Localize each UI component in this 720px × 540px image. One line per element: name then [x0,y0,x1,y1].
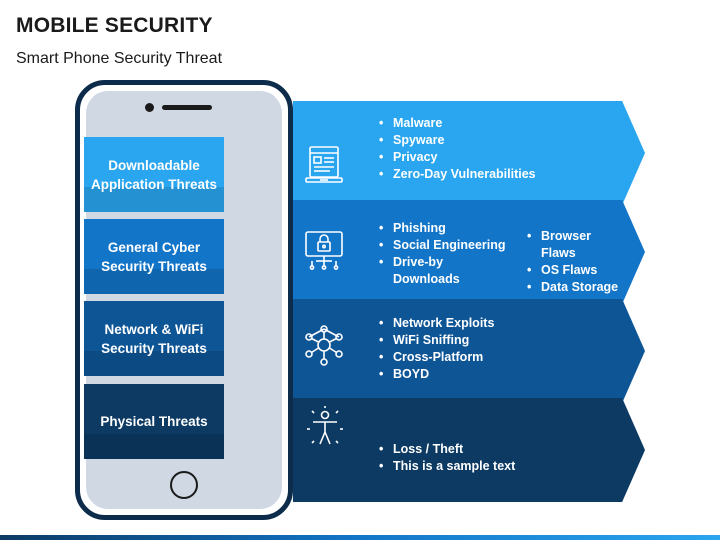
slide-title: MOBILE SECURITY [16,14,213,37]
network-nodes-icon [302,323,348,369]
category-label: General Cyber Security Threats [101,239,207,274]
monitor-lock-icon [302,226,348,272]
category-network: Network & WiFi Security Threats [84,301,224,376]
list-item: OS Flaws [527,262,627,279]
list-item: Loss / Theft [379,441,619,458]
list-item: Network Exploits [379,315,619,332]
category-downloadable: Downloadable Application Threats [84,137,224,212]
threat-list-general-cyber-right: Browser Flaws OS Flaws Data Storage [527,228,627,296]
list-item: Browser Flaws [527,228,627,262]
list-item: Malware [379,115,619,132]
category-physical: Physical Threats [84,384,224,459]
slide-subtitle: Smart Phone Security Threat [16,50,223,67]
list-item: Social Engineering [379,237,509,254]
category-general-cyber: General Cyber Security Threats [84,219,224,294]
category-label: Physical Threats [100,414,208,429]
list-item: WiFi Sniffing [379,332,619,349]
list-item: Zero-Day Vulnerabilities [379,166,619,183]
list-item: This is a sample text [379,458,619,475]
category-label: Downloadable Application Threats [90,157,217,192]
phone-camera [145,103,154,112]
footer-bar [0,535,720,540]
app-document-icon [302,142,348,188]
phone-home-button [170,471,198,499]
threat-list-downloadable: Malware Spyware Privacy Zero-Day Vulnera… [379,115,619,183]
list-item: Drive-by Downloads [379,254,509,288]
threat-list-physical: Loss / Theft This is a sample text [379,441,619,475]
list-item: BOYD [379,366,619,383]
list-item: Privacy [379,149,619,166]
list-item: Spyware [379,132,619,149]
list-item: Phishing [379,220,509,237]
threat-list-general-cyber: Phishing Social Engineering Drive-by Dow… [379,220,509,288]
threat-list-network: Network Exploits WiFi Sniffing Cross-Pla… [379,315,619,383]
list-item: Cross-Platform [379,349,619,366]
phone-speaker [162,105,212,110]
category-label: Network & WiFi Security Threats [101,321,207,356]
list-item: Data Storage [527,279,627,296]
person-icon [302,405,348,451]
